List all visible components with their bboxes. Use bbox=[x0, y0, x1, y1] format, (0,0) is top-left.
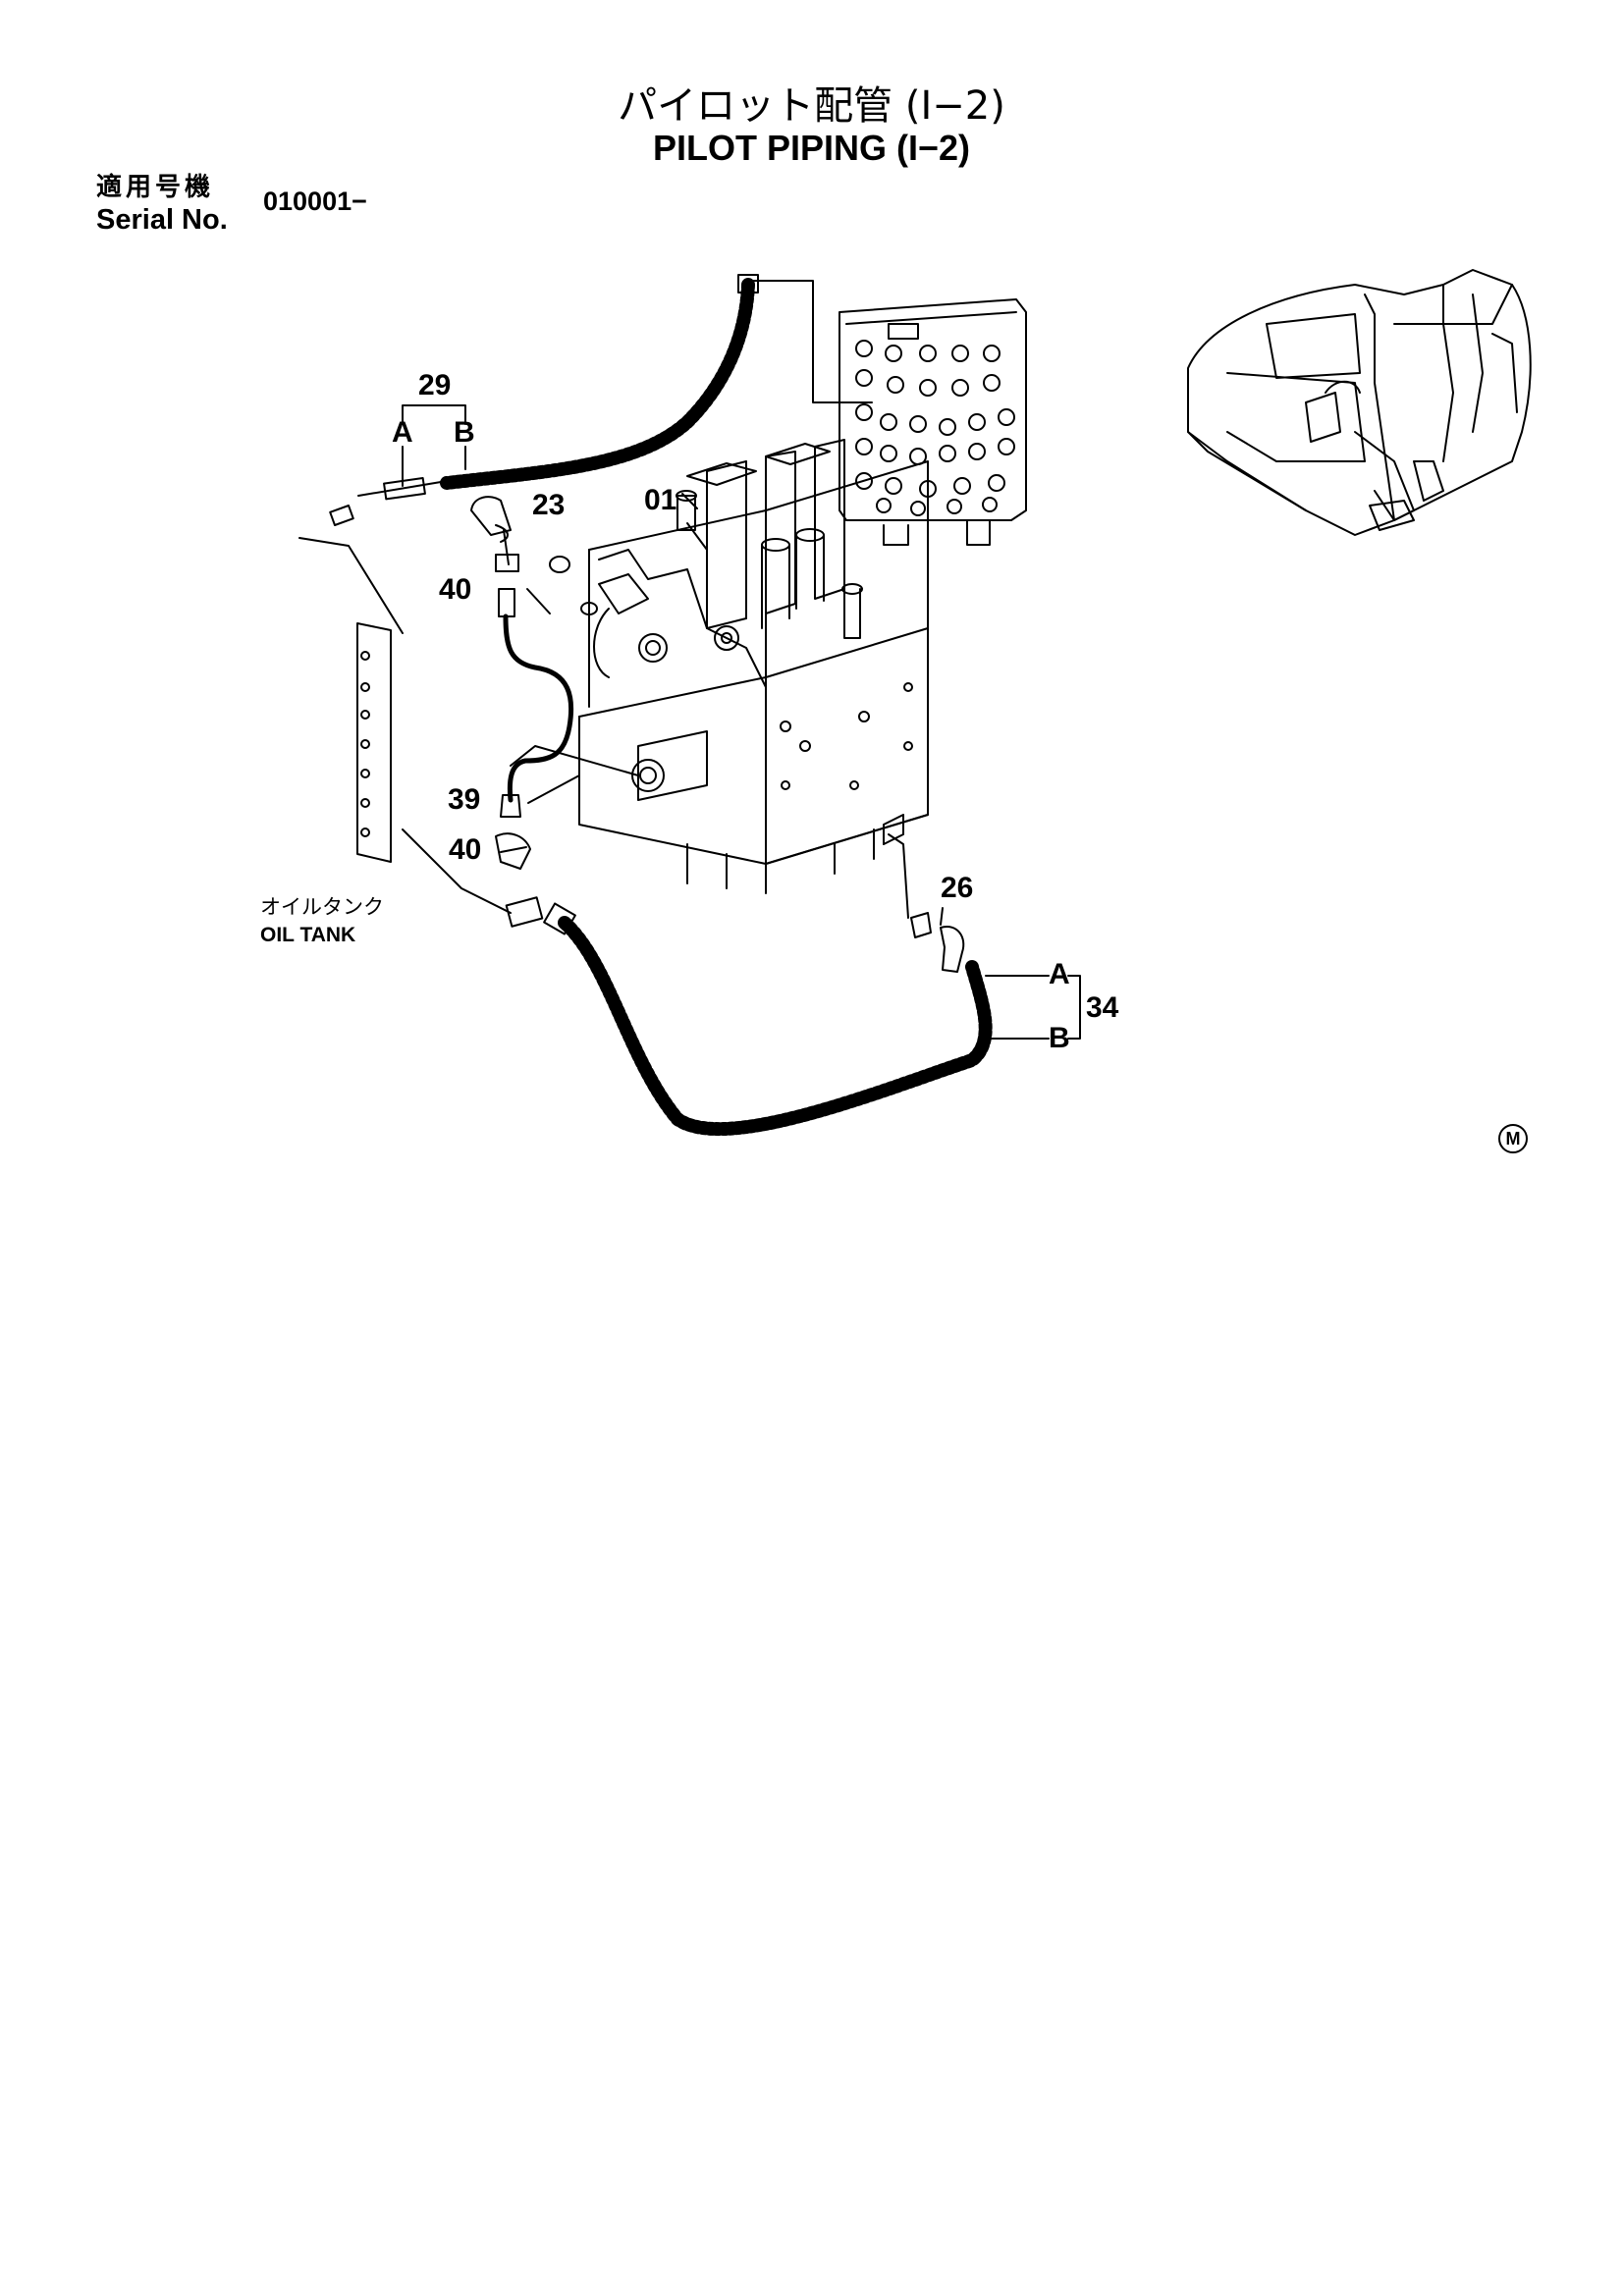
callout-29-b: B bbox=[454, 416, 475, 449]
serial-label-japanese: 適用号機 bbox=[96, 173, 215, 202]
oil-tank-plate bbox=[357, 623, 391, 862]
hose-34 bbox=[507, 897, 986, 1129]
callout-29-a: A bbox=[392, 416, 413, 449]
page-title-japanese: パイロット配管 (I−2) bbox=[618, 83, 1005, 129]
hose-29 bbox=[330, 275, 758, 525]
machine-location-view bbox=[1188, 270, 1531, 535]
callout-34-b: B bbox=[1049, 1022, 1070, 1054]
oil-tank-label-japanese: オイルタンク bbox=[260, 895, 384, 919]
page-title: PILOT PIPING (I−2) bbox=[652, 128, 971, 168]
callout-34: 34 bbox=[1086, 991, 1119, 1024]
control-valve bbox=[550, 440, 928, 893]
fitting-26 bbox=[911, 913, 963, 972]
model-marker-letter: M bbox=[1505, 1129, 1521, 1148]
tube-39 bbox=[496, 555, 571, 817]
callout-40-bottom: 40 bbox=[449, 833, 482, 866]
callout-40-top: 40 bbox=[439, 573, 472, 606]
pilot-manifold bbox=[839, 299, 1026, 545]
elbow-fitting-40-bottom bbox=[496, 833, 530, 869]
callout-01: 01 bbox=[644, 484, 677, 516]
callout-29: 29 bbox=[418, 369, 452, 401]
model-marker: M bbox=[1498, 1124, 1528, 1153]
leader-lines bbox=[299, 281, 1080, 1039]
callout-34-a: A bbox=[1049, 958, 1070, 990]
oil-tank-label: OIL TANK bbox=[260, 924, 356, 946]
manifold-fittings bbox=[856, 341, 1014, 515]
callout-39: 39 bbox=[448, 783, 481, 816]
callout-26: 26 bbox=[941, 872, 974, 904]
callout-23: 23 bbox=[532, 489, 566, 521]
serial-number: 010001− bbox=[263, 187, 367, 216]
elbow-fitting-23 bbox=[471, 497, 511, 542]
serial-label: Serial No. bbox=[96, 204, 228, 236]
